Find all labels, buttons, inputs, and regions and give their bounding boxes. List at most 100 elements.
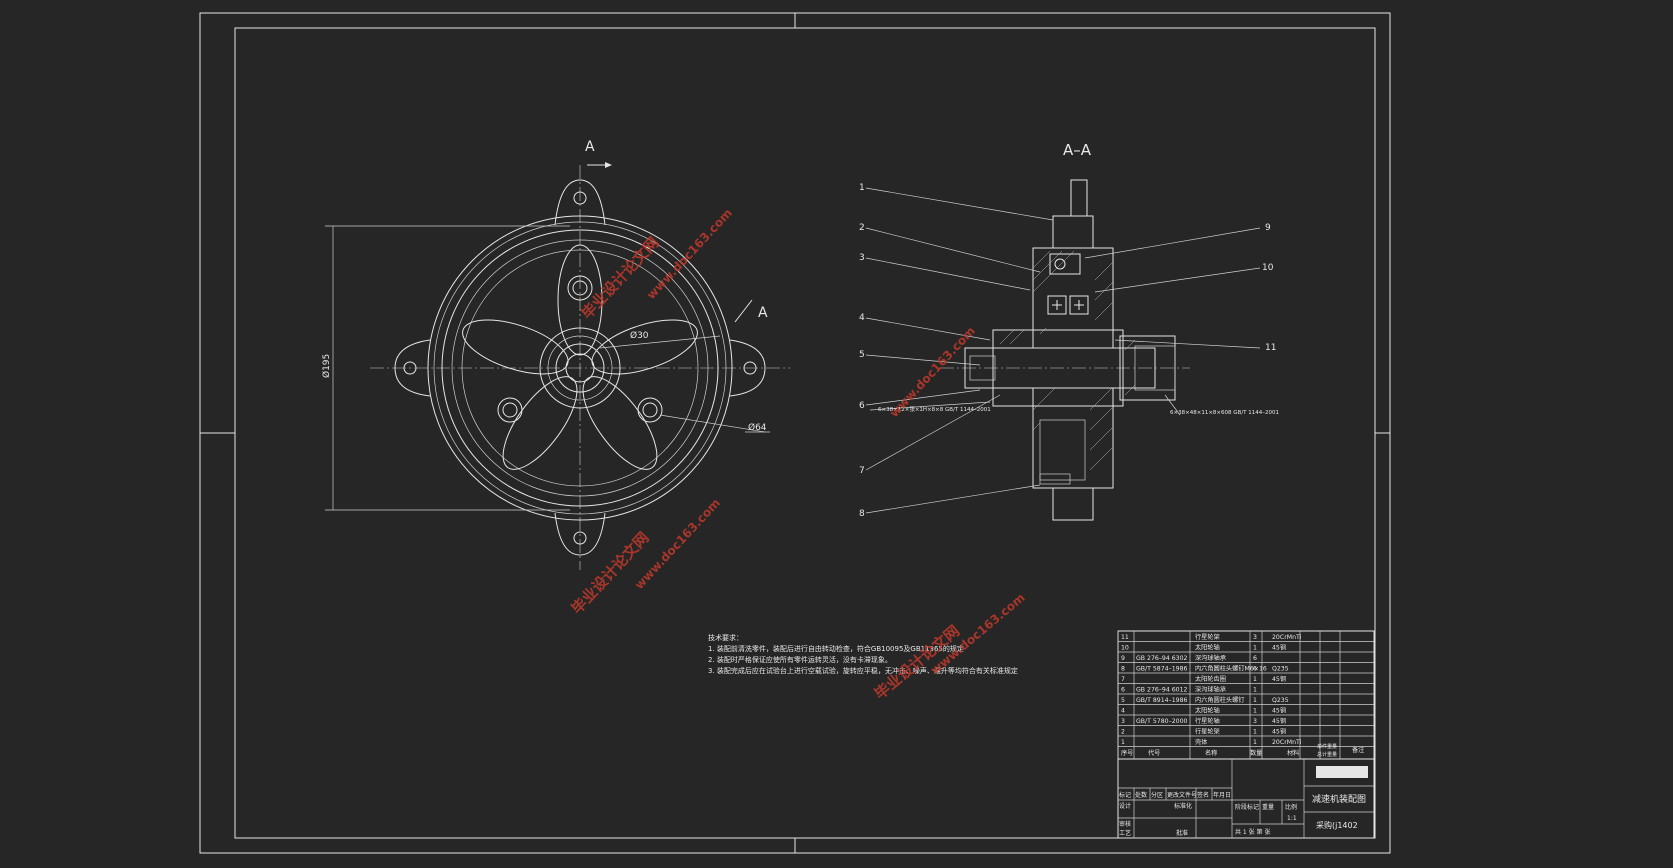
tb-label-weight: 重量	[1262, 803, 1274, 811]
section-hatching	[999, 250, 1136, 471]
bom-cell-no: 5	[1121, 697, 1125, 704]
bom-cell-no: 2	[1121, 729, 1125, 736]
bom-cell-no: 7	[1121, 676, 1125, 683]
callout-7: 7	[859, 466, 865, 476]
sheet-inner-border	[234, 27, 1376, 839]
callout-leaders-left	[865, 187, 1054, 514]
bom-cell-material: 20CrMnTi	[1272, 634, 1302, 641]
bom-header-total-weight: 总计重量	[1317, 751, 1337, 758]
bom-cell-qty: 6	[1253, 655, 1257, 662]
bom-cell-no: 4	[1121, 708, 1125, 715]
tb-label-review: 审核	[1119, 820, 1131, 828]
bom-cell-name: 太阳轮轴	[1195, 644, 1220, 652]
callout-10: 10	[1262, 263, 1274, 273]
watermarks: 毕业设计论文网 www.doc163.com 毕业设计论文网 www.doc16…	[568, 206, 1028, 703]
bom-cell-code: GB/T 8914–1986	[1136, 697, 1188, 704]
section-view: A–A	[859, 141, 1279, 521]
bom-cell-code: GB/T 5874–1986	[1136, 666, 1188, 673]
bom-cell-no: 10	[1121, 645, 1129, 652]
bom-cell-material: 20CrMnTi	[1272, 739, 1302, 746]
tb-label-date: 年月日	[1213, 791, 1231, 799]
sheet-outer-border	[199, 12, 1391, 854]
tech-notes-heading: 技术要求：	[708, 633, 743, 642]
bom-cell-material: Q235	[1272, 697, 1289, 704]
section-mark-a-right: A	[758, 305, 768, 321]
tech-notes: 技术要求： 1. 装配前清洗零件，装配后进行自由转动检查，符合GB10095及G…	[708, 633, 1018, 675]
bom-cell-code: GB 276–94 6302	[1136, 655, 1188, 662]
tb-sheet-info: 共 1 张 第 张	[1235, 828, 1270, 836]
callout-8: 8	[859, 509, 865, 519]
bom-cell-name: 深沟球轴承	[1195, 654, 1226, 662]
tb-drawing-number: 采购(j1402	[1316, 820, 1358, 830]
bom-cell-material: 45钢	[1272, 707, 1286, 715]
callout-numbers-right: 9 10 11	[1262, 223, 1276, 353]
bom-cell-qty: 6	[1253, 666, 1257, 673]
bom-cell-qty: 1	[1253, 697, 1257, 704]
bom-cell-no: 9	[1121, 655, 1125, 662]
centering-marks	[200, 13, 1390, 853]
tb-label-count: 处数	[1135, 791, 1147, 799]
tech-note-1: 1. 装配前清洗零件，装配后进行自由转动检查，符合GB10095及GB11365…	[708, 644, 964, 653]
bom-cell-qty: 1	[1253, 676, 1257, 683]
callout-numbers-left: 1 2 3 4 5 6 7 8	[859, 183, 865, 519]
callout-5: 5	[859, 350, 865, 360]
bom-cell-qty: 1	[1253, 687, 1257, 694]
callout-leaders-right	[1084, 227, 1261, 349]
watermark-1: 毕业设计论文网	[578, 234, 663, 323]
bom-cell-no: 3	[1121, 718, 1125, 725]
tech-note-3: 3. 装配完成后应在试验台上进行空载试验，旋转应平稳，无冲击、噪声、温升等均符合…	[708, 666, 1018, 675]
callout-3: 3	[859, 253, 865, 263]
section-view-title: A–A	[1063, 141, 1092, 159]
tb-label-zone: 分区	[1151, 791, 1163, 799]
tb-label-change: 更改文件号	[1167, 791, 1197, 799]
bom-cell-no: 11	[1121, 634, 1129, 641]
dim-hub-diameter: Ø30	[630, 330, 649, 341]
bom-cell-name: 太阳轮齿圈	[1195, 675, 1226, 683]
bom-header-no: 序号	[1121, 749, 1133, 757]
bom-cell-name: 内六角圆柱头螺钉M6×16	[1195, 665, 1267, 673]
bom-header-qty: 数量	[1250, 749, 1262, 757]
tb-label-approve: 批准	[1176, 829, 1188, 837]
bom-cell-material: 45钢	[1272, 644, 1286, 652]
bom-cell-no: 1	[1121, 739, 1125, 746]
bom-cell-qty: 1	[1253, 645, 1257, 652]
bom-cell-name: 深沟球轴承	[1195, 686, 1226, 694]
bom-header-material: 材料	[1287, 749, 1299, 757]
tb-drawing-title: 减速机装配图	[1312, 793, 1366, 805]
tb-label-std: 标准化	[1174, 802, 1192, 810]
section-mark-a-top: A	[585, 139, 595, 155]
bom-cell-qty: 1	[1253, 708, 1257, 715]
front-view: A A	[321, 139, 790, 570]
tb-label-sign: 签名	[1197, 791, 1209, 799]
callout-6: 6	[859, 401, 865, 411]
callout-4: 4	[859, 313, 865, 323]
tb-label-process: 工艺	[1119, 829, 1131, 837]
bom-cell-code: GB 276–94 6012	[1136, 687, 1188, 694]
bom-header-code: 代号	[1148, 749, 1160, 757]
bom-cell-name: 行星轮架	[1195, 633, 1220, 641]
fit-note-left: 6×38×12×张×1H×8×8 GB/T 1144–2001	[878, 405, 991, 413]
bom-cell-name: 壳体	[1195, 738, 1208, 746]
callout-1: 1	[859, 183, 865, 193]
bom-header-unit-weight: 单件重量	[1317, 743, 1337, 750]
bom-cell-no: 8	[1121, 666, 1125, 673]
bom-cell-code: GB/T 5780–2000	[1136, 718, 1188, 725]
bom-cell-qty: 3	[1253, 634, 1257, 641]
tb-label-scale: 比例	[1285, 803, 1297, 811]
tech-note-2: 2. 装配时严格保证应使所有零件运转灵活，没有卡滞现象。	[708, 655, 892, 664]
callout-2: 2	[859, 223, 865, 233]
tb-label-stage: 阶段标记	[1235, 803, 1259, 811]
bom-cell-name: 内六角圆柱头螺钉	[1195, 696, 1245, 704]
bom-cell-material: 45钢	[1272, 717, 1286, 725]
bom-cell-qty: 1	[1253, 729, 1257, 736]
dim-bolt-hole: Ø64	[748, 422, 767, 433]
fit-note-right: 6×38×48×11×8×608 GB/T 1144–2001	[1170, 410, 1279, 416]
bom-cell-qty: 1	[1253, 739, 1257, 746]
callout-11: 11	[1265, 343, 1276, 353]
bom-cell-name: 太阳轮轴	[1195, 707, 1220, 715]
bom-cell-qty: 3	[1253, 718, 1257, 725]
bom-cell-material: 45钢	[1272, 675, 1286, 683]
tb-label-mark: 标记	[1119, 791, 1131, 799]
